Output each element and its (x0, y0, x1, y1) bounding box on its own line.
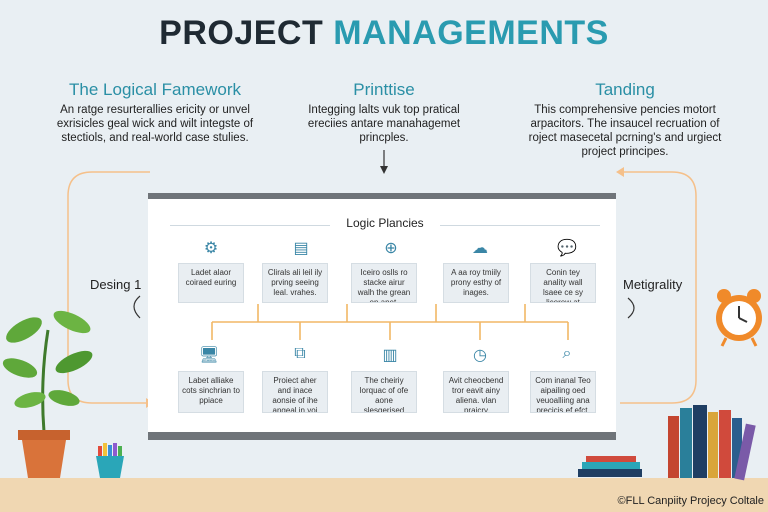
left-loop-arrow (67, 171, 150, 404)
right-curve-arrow-icon (627, 297, 635, 319)
column-text-principles: Integging lalts vuk top pratical ereciie… (307, 104, 461, 144)
left-curve-arrow-icon (133, 295, 141, 319)
footer-credit: ©FLL Canpiity Projecy Coltale (617, 495, 764, 507)
card-bottom-5: Com inanal Teo aipailing oed veuoalliing… (530, 371, 596, 413)
card-top-2: Clirals ali leil ily prving seeing leal.… (262, 263, 328, 303)
gears-icon: ⚙ (203, 240, 219, 257)
down-arrow-icon (380, 166, 388, 174)
column-heading-principles: Printtise (353, 80, 415, 99)
flow-icon: ⧉ (294, 345, 306, 362)
column-heading-logical-framework: The Logical Famework (69, 80, 241, 99)
page-title: PROJECT MANAGEMENTS (0, 14, 768, 53)
side-label-right: Metigrality (623, 277, 683, 292)
right-loop-arrow (620, 171, 697, 404)
card-top-3: Iceiro oslls ro stacke airur walh the gr… (351, 263, 417, 303)
column-text-logical-framework: An ratge resurterallies ericity or unvel… (56, 104, 254, 144)
card-bottom-2: Proiect aher and inace aonsie of ihe ang… (262, 371, 328, 413)
pencil-cup-icon (96, 443, 124, 478)
card-bottom-4: Avit cheocbend tror eavit ainy aliena. v… (443, 371, 509, 413)
card-top-1: Ladet alaor coiraed euring (178, 263, 244, 303)
column-text-tanding: This comprehensive pencies motort arpaci… (528, 104, 722, 158)
title-part2: MANAGEMENTS (333, 14, 609, 52)
clock-icon: ◷ (473, 347, 487, 364)
card-top-5: Conin tey anality wall lsaee ce sy licor… (530, 263, 596, 303)
target-icon: ⊕ (384, 240, 398, 257)
magnifier-icon: ⌕ (562, 345, 572, 362)
book-icon: ▥ (382, 347, 398, 364)
monitor-icon: 🖥 (198, 347, 220, 364)
side-label-left: Desing 1 (90, 277, 142, 292)
card-bottom-1: Labet alliake cots sinchrian to ppiace (178, 371, 244, 413)
books-icon (668, 405, 756, 481)
card-bottom-3: The cheiriy lorquac of ofe aone slesgeri… (351, 371, 417, 413)
alarm-clock-icon (716, 289, 762, 347)
document-icon: ▤ (293, 240, 309, 257)
plant-icon (2, 310, 93, 478)
column-heading-tanding: Tanding (595, 80, 655, 99)
stacked-books-icon (578, 456, 642, 477)
title-part1: PROJECT (159, 14, 334, 52)
chat-icon: 💬 (557, 240, 577, 257)
desk-surface (0, 478, 768, 512)
card-top-4: A aa roy tmiily prony esthy of inages. (443, 263, 509, 303)
board-title: Logic Plancies (346, 216, 424, 230)
cloud-icon: ☁ (472, 240, 488, 257)
